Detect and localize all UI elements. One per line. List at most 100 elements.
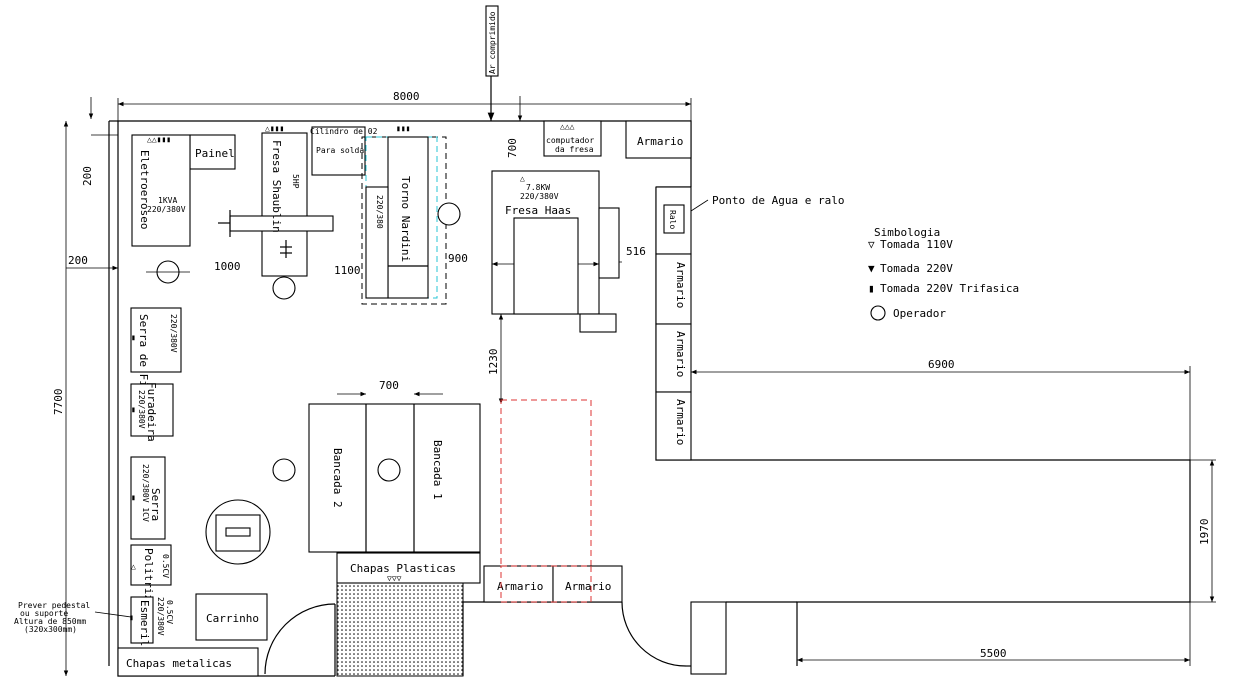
dimensions: 8000 700 200 200 7700 1000 1100 900 516 … [52,90,1216,676]
politriz: △ Politriz 0.5CV [130,544,172,601]
computador-label1: computador [546,136,594,145]
dim-7700: 7700 [52,389,65,416]
dim-5500: 5500 [980,647,1007,660]
svg-text:▮▮▮: ▮▮▮ [396,124,410,133]
right-cabinets: Ralo Ponto de Agua e ralo Armario Armari… [655,186,844,461]
dim-1000: 1000 [214,260,241,273]
carrinho-label: Carrinho [206,612,259,625]
eletroeroseo-spec2: 220/380V [147,205,186,214]
svg-text:▮: ▮ [131,405,136,414]
chapas-plasticas: Chapas Plasticas ▽▽▽ [336,552,481,677]
dim-200-left: 200 [68,254,88,267]
legend: Simbologia ▽ Tomada 110V ▼ Tomada 220V ▮… [868,226,1019,321]
bottom-cabinets: Armario Armario [483,565,623,603]
bancada1-label: Bancada 1 [431,440,444,500]
fresa-haas-label: Fresa Haas [505,204,571,217]
air-label: Ar comprimido [488,11,497,74]
svg-text:△△△: △△△ [560,122,575,131]
operator-circle [272,276,296,300]
note-line4: (320x300mm) [24,625,77,634]
esmeril-volt2: 0.5CV [165,600,174,624]
chapas-metalicas: Chapas metalicas [117,647,259,677]
dim-700-top: 700 [506,138,519,158]
svg-text:▮: ▮ [129,613,134,622]
computador: △△△ computador da fresa [543,120,602,157]
armario-b2-label: Armario [565,580,611,593]
fresa-shaublin: △▮▮▮ Fresa Shaublin 5HP [218,124,334,300]
carrinho: Carrinho [195,593,268,641]
ponto-agua-label: Ponto de Agua e ralo [712,194,844,207]
svg-text:△△▮▮▮: △△▮▮▮ [147,135,171,144]
bancada2-label: Bancada 2 [331,448,344,508]
furadeira: ▮ Furadeira 220/380V [130,382,174,442]
bancadas: Bancada 2 Bancada 1 [308,403,481,553]
chapas-metalicas-label: Chapas metalicas [126,657,232,670]
svg-text:△▮▮▮: △▮▮▮ [265,124,284,133]
haas-spec2: 220/380V [520,192,559,201]
fresa-haas: △ 7.8KW 220/380V Fresa Haas [491,170,620,333]
note-line1: Prever pedestal [18,601,90,610]
dim-900: 900 [448,252,468,265]
legend-title: Simbologia [874,226,940,239]
serra-label: Serra [149,488,162,521]
dim-516: 516 [626,245,646,258]
serra-fita-label: Serra de Fita [137,314,150,400]
note-line3: Altura de 850mm [14,617,86,626]
cilindro: Cilindro de 02 Para solda [310,126,378,176]
armario-r2-label: Armario [674,331,687,377]
cilindro-label2: Para solda [316,146,364,155]
chapas-plasticas-label: Chapas Plasticas [350,562,456,575]
dim-200-top: 200 [81,166,94,186]
painel-label: Painel [195,147,235,160]
furadeira-volt: 220/380V [137,390,146,429]
legend-110: Tomada 110V [880,238,953,251]
serra-volt: 220/380V 1CV [141,464,150,522]
legend-220-tri: Tomada 220V Trifasica [880,282,1019,295]
esmeril-label: Esmeril [138,600,151,646]
dim-6900: 6900 [928,358,955,371]
note-line2: ou suporte [20,609,68,618]
torno-nardini-label: Torno Nardini [399,176,412,262]
torno-nardini: ▮▮▮ Torno Nardini 220/380 [361,124,461,305]
dim-700-bench: 700 [379,379,399,392]
armario-b1-label: Armario [497,580,543,593]
haas-spec1: 7.8KW [526,183,550,192]
eletroeroseo-spec1: 1KVA [158,196,177,205]
esmeril-volt1: 220/380V [156,597,165,636]
furadeira-label: Furadeira [145,382,158,442]
fresa-shaublin-hp: 5HP [291,174,300,189]
operator-circle [272,458,296,482]
armario-r3-label: Armario [674,399,687,445]
svg-text:▽: ▽ [868,238,875,251]
ralo-label: Ralo [668,210,677,229]
computador-label2: da fresa [555,145,594,154]
dim-1230: 1230 [487,349,500,376]
serra: ▮ Serra 220/380V 1CV [130,456,166,540]
armario-top: Armario [625,120,692,159]
ralo-box [663,204,685,234]
politriz-volt: 0.5CV [161,554,170,578]
svg-text:△: △ [131,562,136,571]
serra-fita-volt: 220/380V [169,314,178,353]
svg-text:▮: ▮ [131,333,136,342]
politriz-label: Politriz [142,548,155,601]
round-machine [205,458,296,565]
legend-operador: Operador [893,307,946,320]
eletroeroseo: △△▮▮▮ Eletroeroseo 1KVA 220/380V [131,134,191,284]
dim-1970: 1970 [1198,519,1211,546]
cilindro-label1: Cilindro de 02 [310,127,378,136]
air-supply: Ar comprimido [485,5,499,121]
torno-volt: 220/380 [375,195,384,229]
svg-text:▮: ▮ [868,282,875,295]
dim-8000: 8000 [393,90,420,103]
fresa-shaublin-label: Fresa Shaublin [270,140,283,233]
eletroeroseo-label: Eletroeroseo [138,150,151,229]
dim-1100: 1100 [334,264,361,277]
operator-circle [377,458,401,482]
armario-r1-label: Armario [674,262,687,308]
serra-de-fita: ▮ Serra de Fita 220/380V [130,307,182,400]
legend-220: Tomada 220V [880,262,953,275]
svg-text:△: △ [520,174,525,183]
svg-text:▮: ▮ [131,493,136,502]
